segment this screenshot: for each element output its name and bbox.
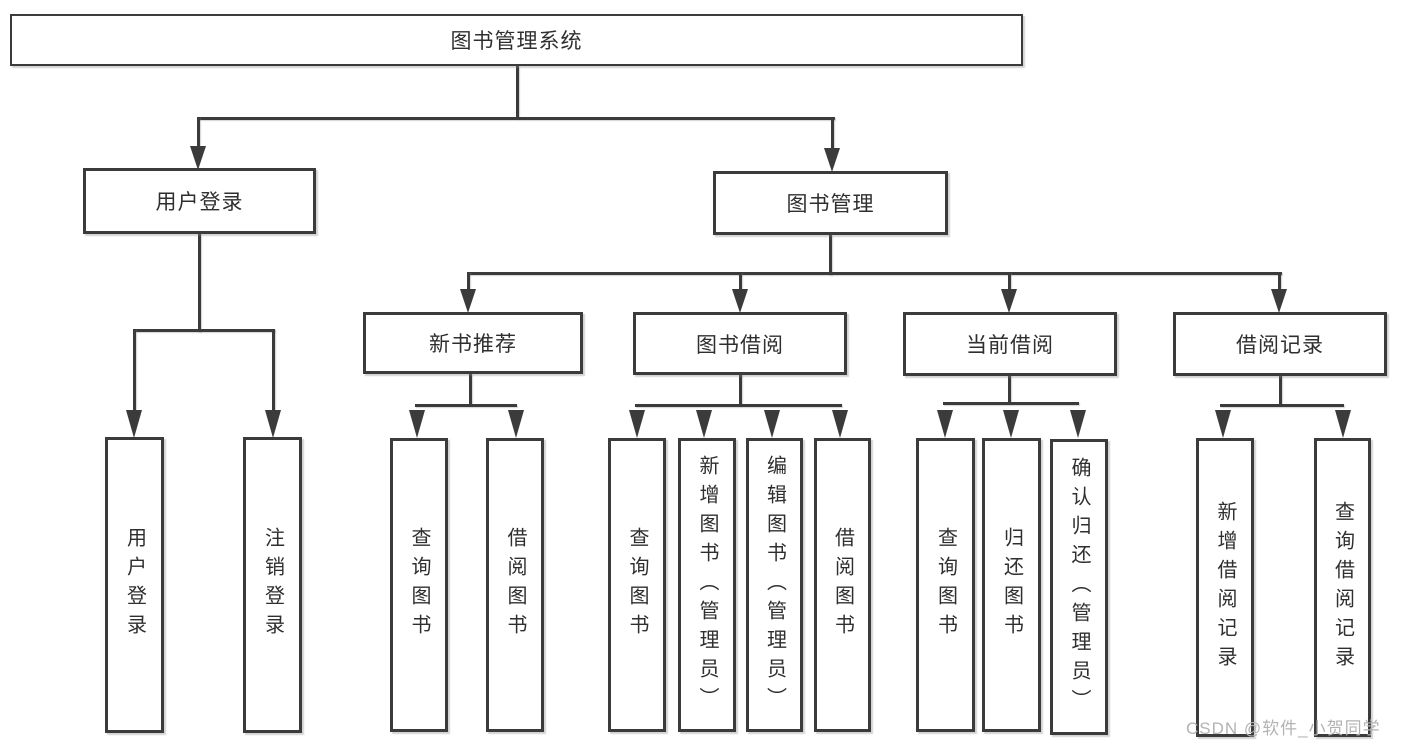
arrow-down-icon [764, 410, 780, 438]
leaf-label: 查询图书 [934, 527, 957, 643]
connector-current-borrow-down [1008, 375, 1011, 404]
node-label: 用户登录 [155, 191, 244, 214]
leaf-label: 查询图书 [626, 527, 648, 643]
connector-book-management-stem [831, 117, 834, 149]
node-label: 新书推荐 [429, 333, 517, 356]
connector-borrow-records-down [1279, 375, 1282, 406]
node-new-book-recommend: 新书推荐 [363, 312, 583, 374]
connector-leaf-stem [272, 329, 275, 412]
node-user-login: 用户登录 [83, 168, 316, 234]
connector-new-book-horizontal [415, 404, 517, 407]
node-label: 借阅记录 [1236, 334, 1324, 357]
arrow-down-icon [629, 410, 645, 438]
connector-root-stub [516, 66, 519, 119]
leaf-label: 归还图书 [1000, 527, 1023, 643]
arrow-down-icon [732, 289, 748, 313]
connector-current-borrow-horizontal [943, 402, 1079, 405]
arrow-down-icon [824, 148, 840, 172]
connector-level3-stem [1008, 272, 1011, 290]
connector-book-management-down [829, 235, 832, 275]
leaf-confirm-return-admin: 确认归还（管理员） [1050, 439, 1108, 735]
connector-level2-horizontal [197, 117, 835, 120]
arrow-down-icon [937, 410, 953, 438]
leaf-query-books-2: 查询图书 [608, 438, 666, 732]
node-borrowing-records: 借阅记录 [1173, 312, 1387, 376]
connector-book-borrow-down [739, 374, 742, 406]
leaf-borrow-books-2: 借阅图书 [814, 438, 871, 732]
connector-user-login-children-horizontal [133, 329, 275, 332]
leaf-label: 用户登录 [123, 527, 146, 643]
leaf-label: 新增借阅记录 [1214, 500, 1236, 675]
connector-user-login-stem [197, 117, 200, 147]
leaf-label: 查询图书 [408, 527, 430, 643]
arrow-down-icon [1003, 410, 1019, 438]
node-label: 图书管理 [786, 193, 875, 216]
leaf-user-login: 用户登录 [105, 437, 164, 733]
arrow-down-icon [832, 410, 848, 438]
arrow-down-icon [460, 289, 476, 313]
node-book-management: 图书管理 [713, 171, 948, 235]
connector-borrow-records-horizontal [1220, 404, 1344, 407]
node-book-borrowing: 图书借阅 [633, 312, 847, 375]
leaf-label: 注销登录 [261, 527, 284, 643]
leaf-borrow-books-1: 借阅图书 [486, 438, 544, 732]
leaf-add-borrow-record: 新增借阅记录 [1196, 438, 1254, 737]
arrow-down-icon [1335, 410, 1351, 438]
arrow-down-icon [409, 410, 425, 438]
connector-level3-stem [1278, 272, 1281, 290]
node-label: 图书借阅 [696, 333, 784, 357]
connector-new-book-down [469, 374, 472, 406]
arrow-down-icon [1271, 289, 1287, 313]
connector-level3-horizontal [467, 272, 1282, 275]
arrow-down-icon [1070, 410, 1086, 438]
leaf-label: 新增图书（管理员） [696, 454, 718, 716]
leaf-query-books-3: 查询图书 [916, 438, 975, 732]
leaf-return-books: 归还图书 [982, 438, 1041, 732]
arrow-down-icon [126, 410, 142, 438]
leaf-edit-books-admin: 编辑图书（管理员） [746, 438, 803, 732]
leaf-label: 借阅图书 [504, 527, 526, 643]
leaf-query-books-1: 查询图书 [390, 438, 448, 732]
arrow-down-icon [190, 146, 206, 170]
node-current-borrowing: 当前借阅 [903, 312, 1117, 376]
connector-level3-stem [739, 272, 742, 290]
arrow-down-icon [1001, 289, 1017, 313]
leaf-label: 查询借阅记录 [1331, 500, 1354, 675]
leaf-query-borrow-record: 查询借阅记录 [1314, 438, 1371, 737]
connector-user-login-down [198, 234, 201, 332]
leaf-label: 编辑图书（管理员） [763, 454, 786, 716]
arrow-down-icon [696, 410, 712, 438]
watermark: CSDN @软件_小贺同学 [1186, 719, 1381, 738]
connector-book-borrow-horizontal [635, 404, 842, 407]
node-label: 当前借阅 [966, 334, 1054, 357]
connector-level3-stem [467, 272, 470, 290]
leaf-add-books-admin: 新增图书（管理员） [678, 438, 736, 732]
node-label: 图书管理系统 [450, 30, 583, 53]
arrow-down-icon [1215, 410, 1231, 438]
arrow-down-icon [508, 410, 524, 438]
node-root: 图书管理系统 [10, 14, 1023, 66]
arrow-down-icon [265, 410, 281, 438]
connector-leaf-stem [133, 329, 136, 412]
leaf-label: 确认归还（管理员） [1068, 456, 1090, 718]
leaf-label: 借阅图书 [831, 527, 854, 643]
leaf-logout: 注销登录 [243, 437, 302, 733]
